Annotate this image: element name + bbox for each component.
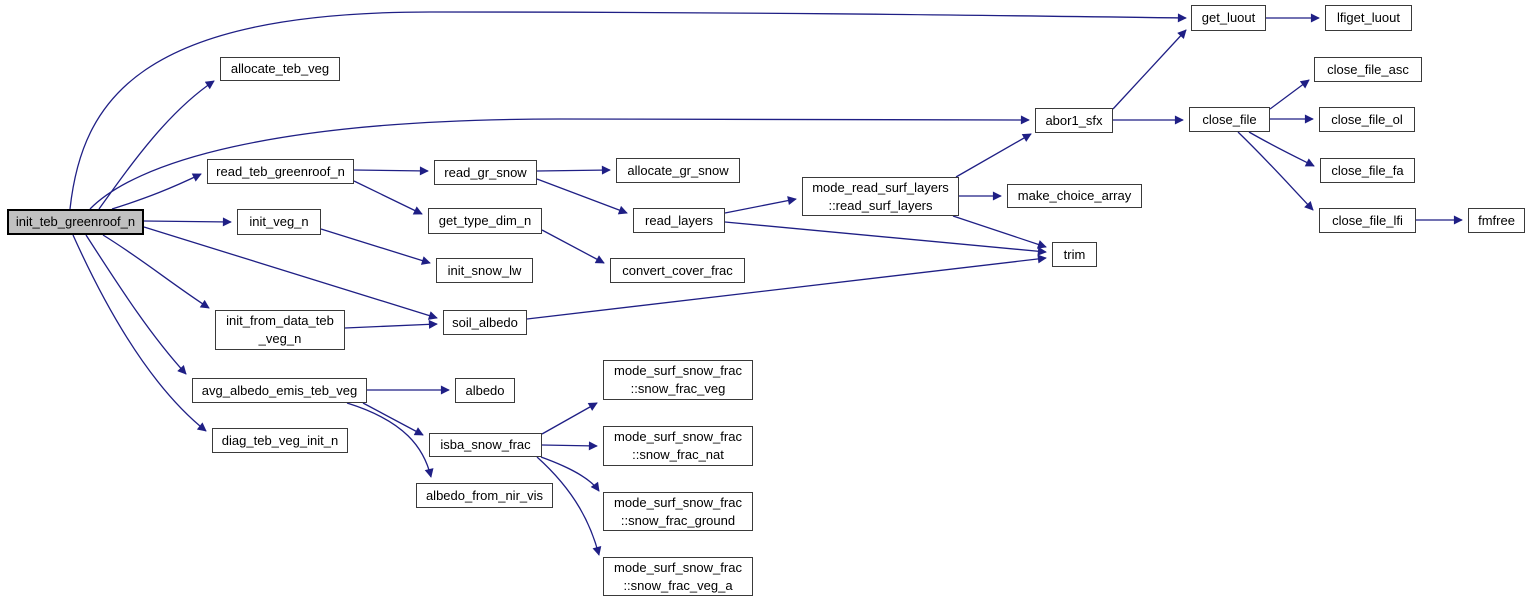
- node-abor1-sfx[interactable]: abor1_sfx: [1035, 108, 1113, 133]
- edge-read-teb-greenroof-n-to-read-gr-snow: [353, 166, 429, 176]
- node-soil-albedo[interactable]: soil_albedo: [443, 310, 527, 335]
- node-read-layers[interactable]: read_layers: [633, 208, 725, 233]
- edge-close-file-to-close-file-lfi: [1237, 131, 1314, 211]
- edge-isba-snow-frac-to-snow-frac-veg: [541, 402, 598, 435]
- node-read-gr-snow[interactable]: read_gr_snow: [434, 160, 537, 185]
- edge-read-surf-layers-to-abor1-sfx: [955, 133, 1032, 178]
- node-close-file-asc[interactable]: close_file_asc: [1314, 57, 1422, 82]
- edge-init-teb-greenroof-n-to-get-luout: [69, 11, 1187, 210]
- node-albedo-from-nir-vis[interactable]: albedo_from_nir_vis: [416, 483, 553, 508]
- edge-init-teb-greenroof-n-to-soil-albedo: [143, 226, 438, 320]
- node-init-teb-greenroof-n[interactable]: init_teb_greenroof_n: [7, 209, 144, 235]
- node-close-file-ol[interactable]: close_file_ol: [1319, 107, 1415, 132]
- node-isba-snow-frac[interactable]: isba_snow_frac: [429, 433, 542, 457]
- edge-isba-snow-frac-to-snow-frac-veg-a: [536, 456, 602, 556]
- edge-isba-snow-frac-to-snow-frac-nat: [541, 441, 598, 451]
- node-get-luout[interactable]: get_luout: [1191, 5, 1266, 31]
- edge-close-file-to-close-file-asc: [1269, 79, 1310, 110]
- node-init-from-data-teb-veg-n[interactable]: init_from_data_teb _veg_n: [215, 310, 345, 350]
- edge-abor1-sfx-to-get-luout: [1112, 29, 1187, 110]
- edge-init-teb-greenroof-n-to-read-teb-greenroof-n: [111, 173, 202, 210]
- node-snow-frac-nat[interactable]: mode_surf_snow_frac ::snow_frac_nat: [603, 426, 753, 466]
- edge-read-layers-to-read-surf-layers: [724, 196, 797, 214]
- edge-read-layers-to-trim: [724, 221, 1047, 256]
- node-trim[interactable]: trim: [1052, 242, 1097, 267]
- edge-init-teb-greenroof-n-to-init-from-data-teb-veg-n: [102, 234, 210, 309]
- edge-init-teb-greenroof-n-to-init-veg-n: [143, 217, 232, 227]
- node-avg-albedo-emis-teb-veg[interactable]: avg_albedo_emis_teb_veg: [192, 378, 367, 403]
- edge-avg-albedo-emis-teb-veg-to-albedo-from-nir-vis: [346, 402, 434, 478]
- edge-init-veg-n-to-init-snow-lw: [320, 228, 431, 265]
- edge-get-type-dim-n-to-convert-cover-frac: [541, 229, 605, 264]
- edge-close-file-to-close-file-fa: [1248, 131, 1315, 167]
- edge-read-surf-layers-to-trim: [952, 215, 1047, 249]
- node-snow-frac-veg-a[interactable]: mode_surf_snow_frac ::snow_frac_veg_a: [603, 557, 753, 596]
- edge-read-teb-greenroof-n-to-get-type-dim-n: [353, 180, 423, 215]
- edge-init-teb-greenroof-n-to-diag-teb-veg-init-n: [72, 234, 207, 432]
- node-snow-frac-ground[interactable]: mode_surf_snow_frac ::snow_frac_ground: [603, 492, 753, 531]
- node-convert-cover-frac[interactable]: convert_cover_frac: [610, 258, 745, 283]
- node-fmfree[interactable]: fmfree: [1468, 208, 1525, 233]
- node-snow-frac-veg[interactable]: mode_surf_snow_frac ::snow_frac_veg: [603, 360, 753, 400]
- edge-isba-snow-frac-to-snow-frac-ground: [540, 456, 600, 492]
- node-init-veg-n[interactable]: init_veg_n: [237, 209, 321, 235]
- edge-read-gr-snow-to-read-layers: [536, 178, 628, 215]
- edge-read-gr-snow-to-allocate-gr-snow: [536, 165, 611, 175]
- edge-soil-albedo-to-trim: [526, 254, 1047, 320]
- node-allocate-teb-veg[interactable]: allocate_teb_veg: [220, 57, 340, 81]
- node-close-file[interactable]: close_file: [1189, 107, 1270, 132]
- node-lfiget-luout[interactable]: lfiget_luout: [1325, 5, 1412, 31]
- node-read-teb-greenroof-n[interactable]: read_teb_greenroof_n: [207, 159, 354, 184]
- node-allocate-gr-snow[interactable]: allocate_gr_snow: [616, 158, 740, 183]
- node-read-surf-layers[interactable]: mode_read_surf_layers ::read_surf_layers: [802, 177, 959, 216]
- edge-avg-albedo-emis-teb-veg-to-isba-snow-frac: [362, 402, 424, 436]
- edge-init-teb-greenroof-n-to-allocate-teb-veg: [98, 80, 215, 210]
- edge-init-teb-greenroof-n-to-abor1-sfx: [89, 115, 1030, 210]
- node-diag-teb-veg-init-n[interactable]: diag_teb_veg_init_n: [212, 428, 348, 453]
- node-make-choice-array[interactable]: make_choice_array: [1007, 184, 1142, 208]
- node-init-snow-lw[interactable]: init_snow_lw: [436, 258, 533, 283]
- node-close-file-fa[interactable]: close_file_fa: [1320, 158, 1415, 183]
- node-albedo[interactable]: albedo: [455, 378, 515, 403]
- edge-init-teb-greenroof-n-to-avg-albedo-emis-teb-veg: [85, 234, 187, 375]
- edge-init-from-data-teb-veg-n-to-soil-albedo: [344, 319, 438, 329]
- node-get-type-dim-n[interactable]: get_type_dim_n: [428, 208, 542, 234]
- node-close-file-lfi[interactable]: close_file_lfi: [1319, 208, 1416, 233]
